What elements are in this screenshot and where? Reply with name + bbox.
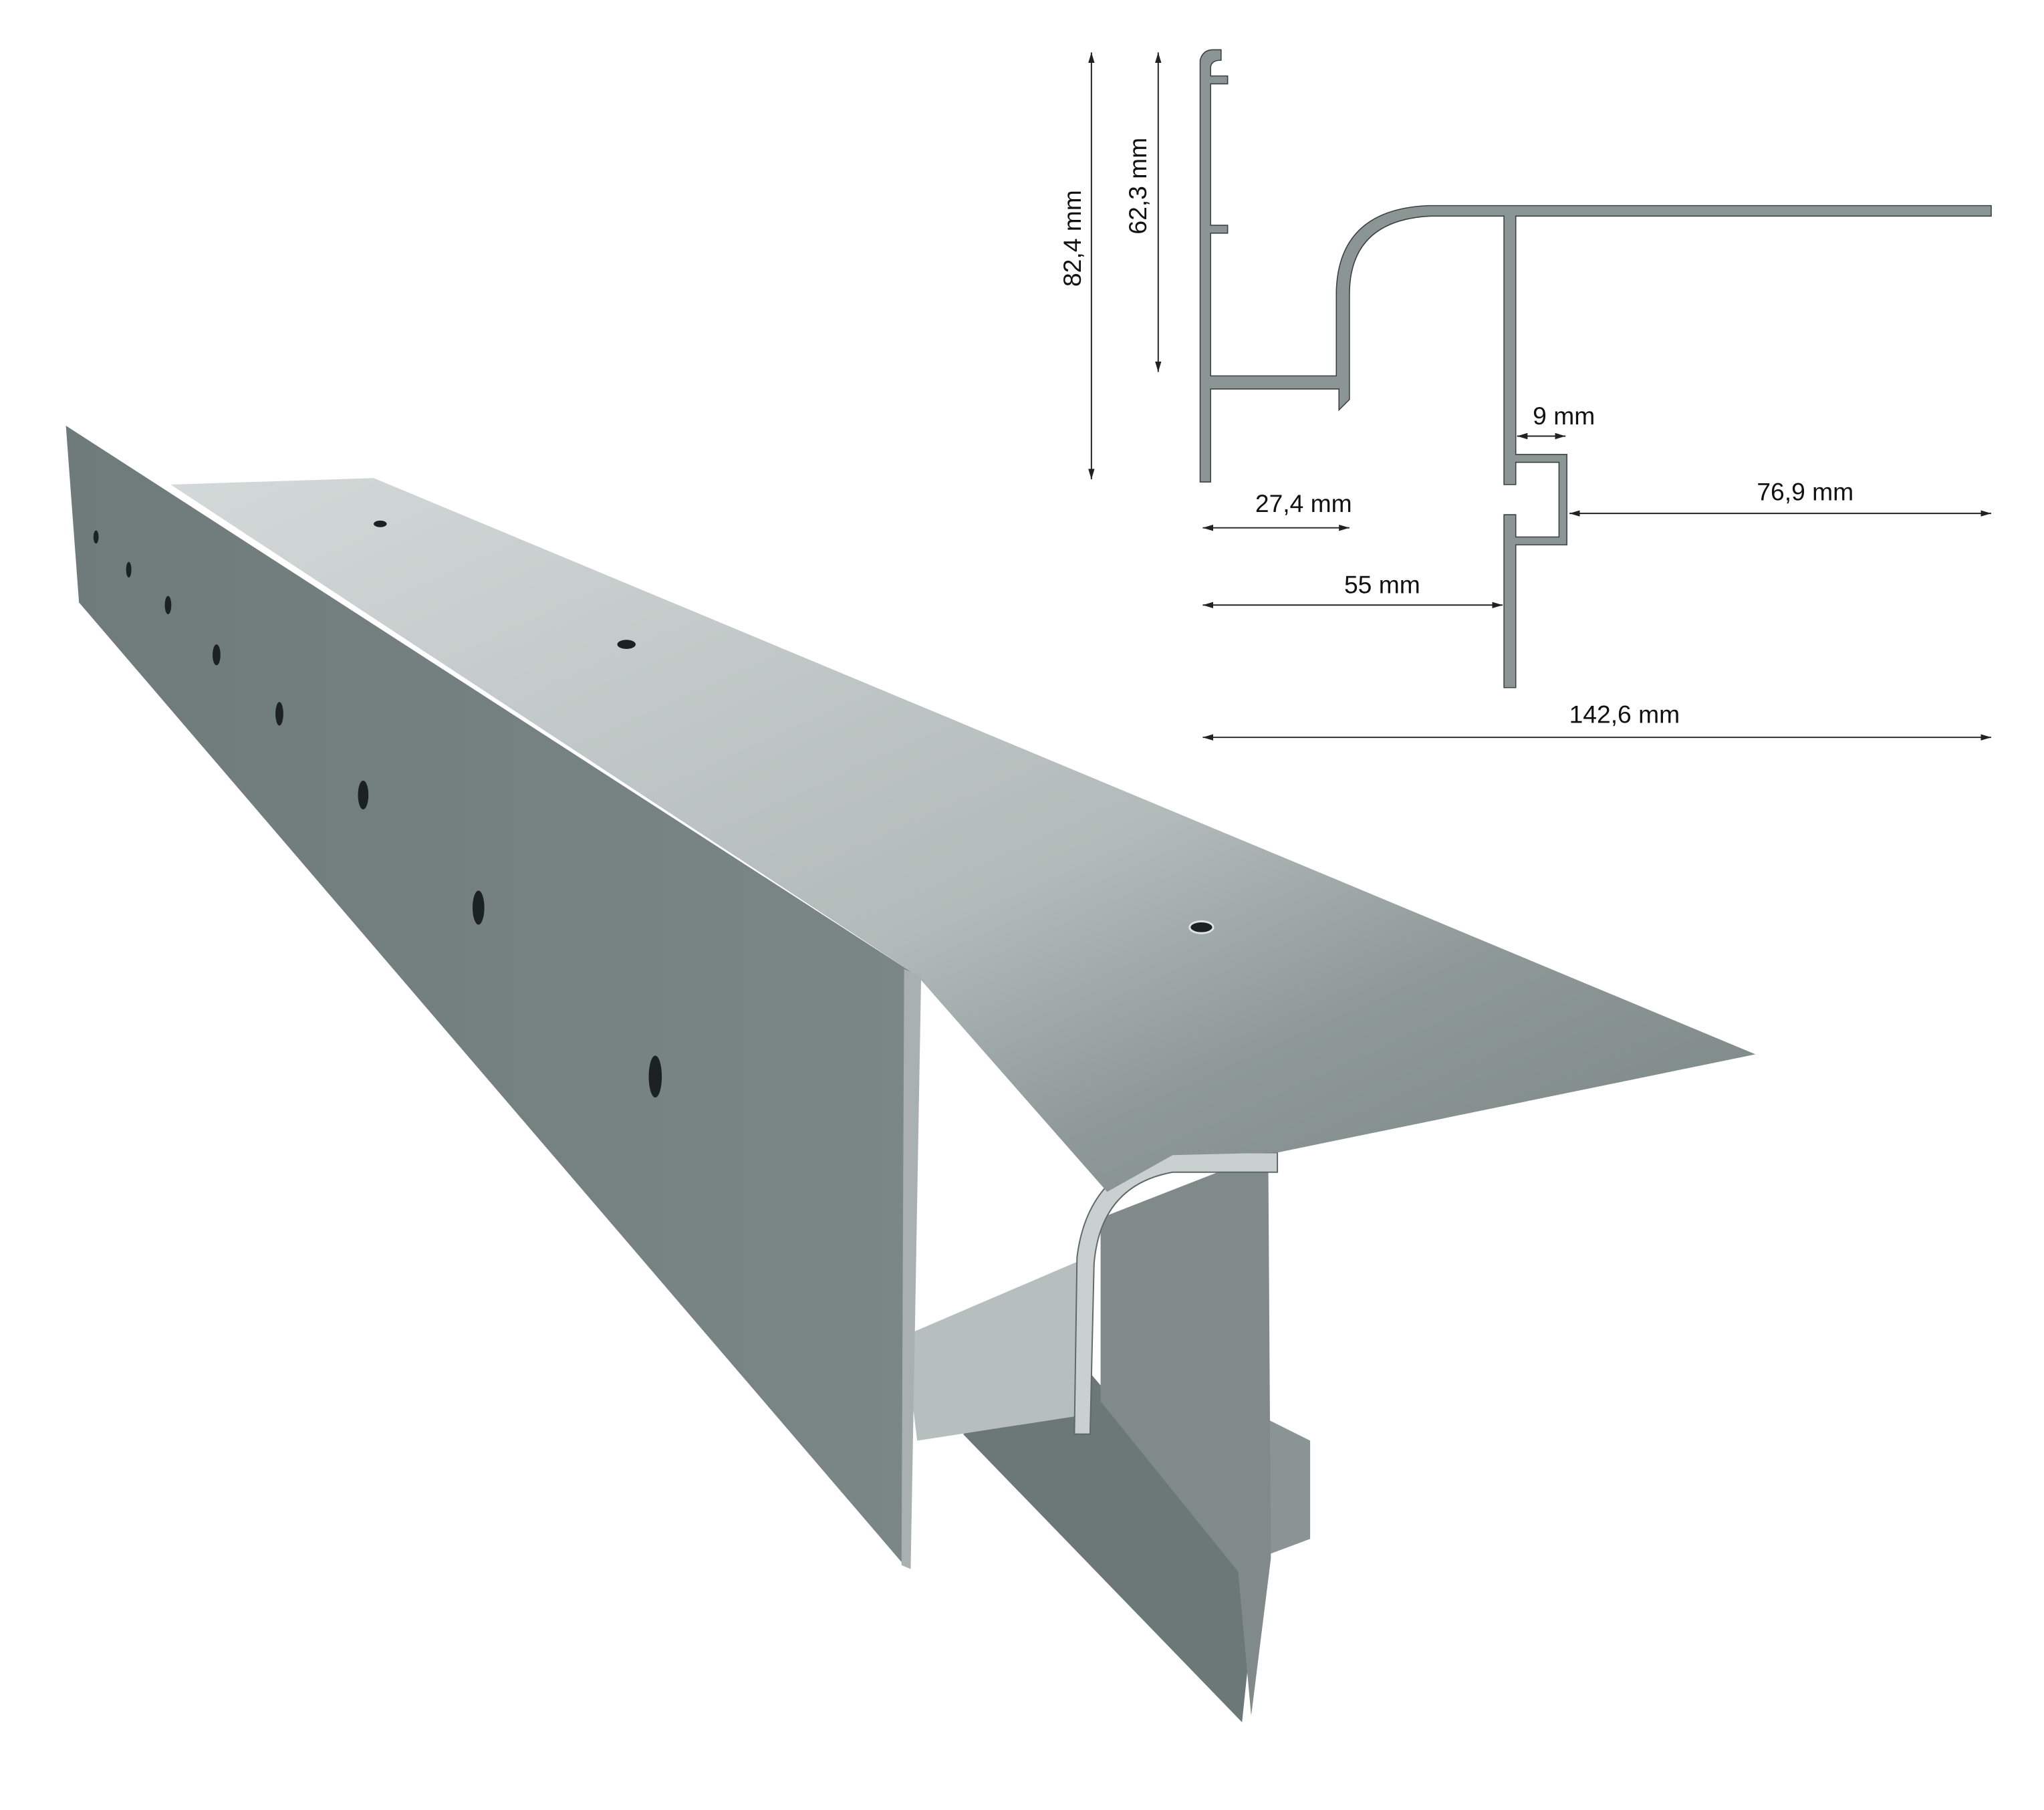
dimension-lines: [1088, 52, 1992, 741]
dim-channel-gap: 9 mm: [1533, 402, 1595, 430]
dim-total-height: 82,4 mm: [1058, 190, 1086, 287]
inner-shelf: [904, 1257, 1088, 1441]
top-face: [170, 478, 1756, 1192]
vertical-web: [1100, 1152, 1271, 1716]
dim-total-width: 142,6 mm: [1569, 700, 1680, 729]
fascia-edge: [901, 969, 922, 1569]
dim-shelf-width: 27,4 mm: [1255, 489, 1352, 517]
dim-upper-height: 62,3 mm: [1124, 138, 1152, 235]
top-holes: [374, 520, 1215, 934]
dim-right-overhang: 76,9 mm: [1757, 478, 1854, 506]
lower-channel: [1257, 1414, 1311, 1559]
dim-web-offset: 55 mm: [1344, 571, 1420, 599]
fascia-slots: [93, 530, 662, 1098]
curved-lip: [1073, 1152, 1279, 1435]
profile-3d-render: [66, 425, 1756, 1722]
cross-section-profile: [1199, 49, 1992, 688]
lower-plate: [963, 1362, 1258, 1722]
